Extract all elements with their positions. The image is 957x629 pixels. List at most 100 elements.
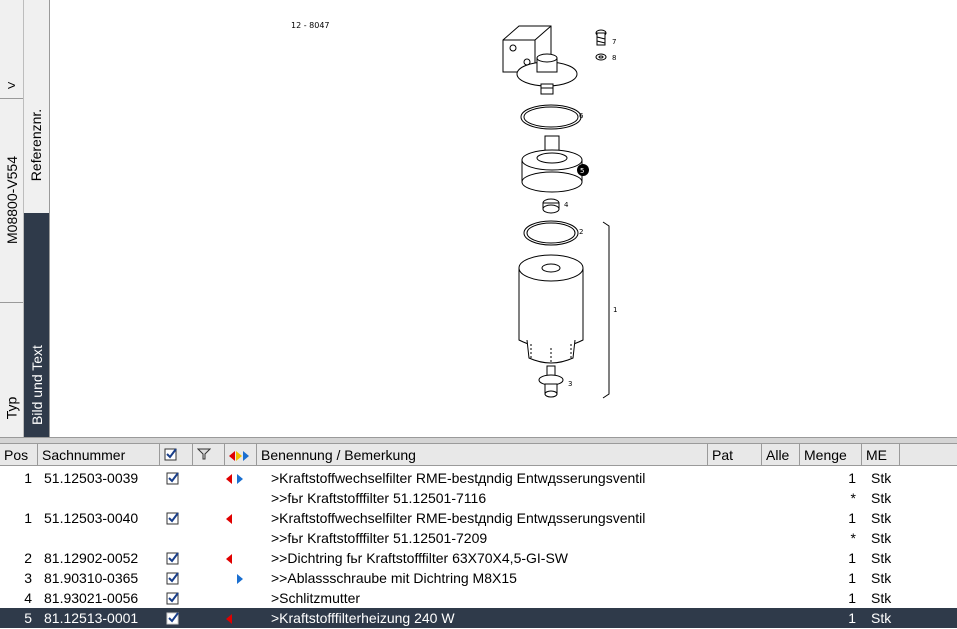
- left-arrow-icon[interactable]: [226, 554, 232, 565]
- table-row[interactable]: 1 51.12503-0040 >Kraftstoffwechselfilter R…: [0, 508, 957, 528]
- row-me: Stk: [871, 550, 892, 566]
- col-alle[interactable]: Alle: [762, 444, 800, 466]
- row-pos: 1: [24, 510, 32, 526]
- row-pos: [0, 528, 36, 548]
- col-filter[interactable]: [193, 444, 225, 466]
- check-list-icon: [166, 612, 179, 625]
- row-menge: *: [850, 530, 856, 546]
- callout-1: 1: [613, 306, 617, 314]
- row-check: [166, 488, 184, 508]
- table-row[interactable]: 2 81.12902-0052 >>Dichtring fьr Kraftstoff…: [0, 548, 957, 568]
- col-arrows[interactable]: [225, 444, 257, 466]
- tab-separator: [0, 302, 23, 303]
- collapse-tab[interactable]: >: [7, 77, 16, 93]
- col-pat[interactable]: Pat: [708, 444, 762, 466]
- row-check: [166, 608, 184, 628]
- left-arrow-icon[interactable]: [226, 474, 232, 485]
- drawing-id: 12 - 8047: [291, 21, 330, 30]
- heater-part-5[interactable]: [521, 135, 583, 193]
- row-check: [166, 588, 184, 608]
- row-benennung: >Schlitzmutter: [271, 590, 361, 606]
- row-menge: 1: [848, 470, 856, 486]
- row-benennung: >>fьr Kraftstofffilter 51.12501-7116: [271, 490, 487, 506]
- check-list-icon: [166, 512, 179, 525]
- left-arrow-icon[interactable]: [226, 514, 232, 525]
- row-check: [166, 468, 184, 488]
- tab-separator: [0, 98, 23, 99]
- row-menge: 1: [848, 570, 856, 586]
- row-arrows: [226, 528, 256, 548]
- splitter[interactable]: [0, 437, 957, 444]
- row-sachnummer: 81.93021-0056: [44, 590, 139, 606]
- callout-4: 4: [564, 201, 569, 209]
- row-pos: 4: [24, 590, 32, 606]
- col-menge[interactable]: Menge: [800, 444, 862, 466]
- row-arrows: [226, 508, 256, 528]
- col-check[interactable]: [160, 444, 193, 466]
- row-benennung: >Kraftstoffwechselfilter RME-bestдndig E…: [271, 470, 646, 486]
- row-check: [166, 528, 184, 548]
- right-arrow-icon[interactable]: [237, 574, 243, 585]
- row-pos: 1: [24, 470, 32, 486]
- right-arrow-icon[interactable]: [237, 474, 243, 485]
- col-pos[interactable]: Pos: [0, 444, 38, 466]
- tab-bild-und-text[interactable]: Bild und Text: [24, 213, 49, 437]
- view-tab-strip: Referenznr. Bild und Text: [24, 0, 50, 437]
- bracket-1: [602, 221, 610, 399]
- row-me: Stk: [871, 490, 892, 506]
- callout-7: 7: [612, 38, 616, 46]
- row-menge: *: [850, 490, 856, 506]
- callout-6: 6: [579, 112, 584, 120]
- row-arrows: [226, 608, 256, 628]
- row-menge: 1: [848, 510, 856, 526]
- row-benennung: >Kraftstoffwechselfilter RME-bestдndig E…: [271, 510, 646, 526]
- drain-screw-3[interactable]: [538, 365, 564, 398]
- col-sachnummer[interactable]: Sachnummer: [38, 444, 160, 466]
- row-arrows: [226, 568, 256, 588]
- bolt-part[interactable]: [595, 29, 607, 61]
- row-pos: 5: [24, 610, 32, 626]
- row-sachnummer: 81.12902-0052: [44, 550, 139, 566]
- row-benennung: >>Ablassschraube mit Dichtring M8X15: [271, 570, 517, 586]
- col-benennung[interactable]: Benennung / Bemerkung: [257, 444, 708, 466]
- table-row[interactable]: >>fьr Kraftstofffilter 51.12501-7209*Stk: [0, 528, 957, 548]
- row-benennung: >Kraftstofffilterheizung 240 W: [271, 610, 455, 626]
- callout-5: 5: [580, 167, 584, 175]
- check-list-icon: [166, 472, 179, 485]
- row-me: Stk: [871, 530, 892, 546]
- row-me: Stk: [871, 610, 892, 626]
- model-tab[interactable]: M08800-V554: [3, 156, 20, 244]
- left-arrow-icon[interactable]: [226, 614, 232, 625]
- table-row[interactable]: 5 81.12513-0001 >Kraftstofffilterheizung 2…: [0, 608, 957, 628]
- row-sachnummer: 81.90310-0365: [44, 570, 139, 586]
- filter-canister-1[interactable]: [518, 254, 584, 364]
- row-arrows: [226, 588, 256, 608]
- row-pos: [0, 488, 36, 508]
- o-ring-6[interactable]: [520, 104, 582, 130]
- row-pos: 2: [24, 550, 32, 566]
- row-sachnummer: 51.12503-0040: [44, 510, 139, 526]
- table-row[interactable]: >>fьr Kraftstofffilter 51.12501-7116 * Stk: [0, 488, 957, 508]
- row-arrows: [226, 548, 256, 568]
- filter-head[interactable]: [502, 25, 578, 95]
- row-check: [166, 548, 184, 568]
- callout-5-marker[interactable]: [577, 164, 589, 176]
- row-sachnummer: [44, 488, 160, 508]
- nut-part-4[interactable]: [542, 198, 560, 214]
- row-me: Stk: [871, 590, 892, 606]
- row-benennung: >>Dichtring fьr Kraftstofffilter 63X70X4…: [271, 550, 569, 566]
- typ-tab[interactable]: Typ: [3, 396, 20, 420]
- seal-ring-2[interactable]: [523, 220, 579, 246]
- col-me[interactable]: ME: [862, 444, 900, 466]
- tab-referenznr[interactable]: Referenznr.: [28, 108, 45, 182]
- table-row[interactable]: 4 81.93021-0056 >Schlitzmutter 1 Stk: [0, 588, 957, 608]
- check-list-icon: [166, 592, 179, 605]
- row-sachnummer: 81.12513-0001: [44, 610, 139, 626]
- row-me: Stk: [871, 470, 892, 486]
- table-header: Pos Sachnummer Benennung / Bemerkung Pat…: [0, 444, 957, 466]
- row-sachnummer: [44, 528, 160, 548]
- row-arrows: [226, 488, 256, 508]
- row-menge: 1: [848, 590, 856, 606]
